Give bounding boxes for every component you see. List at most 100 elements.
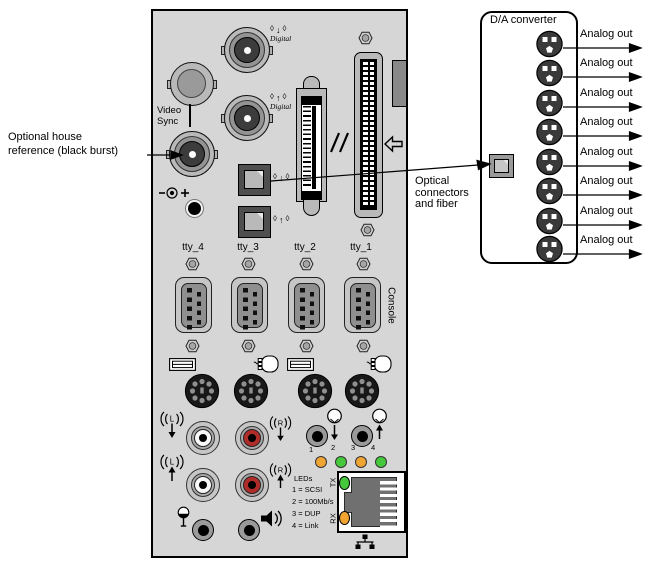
analog-out-label-5: Analog out bbox=[580, 146, 633, 158]
analog-out-label-8: Analog out bbox=[580, 234, 633, 246]
analog-out-label-4: Analog out bbox=[580, 116, 633, 128]
speaker-icon bbox=[260, 509, 283, 533]
line-out-left-icon: L bbox=[157, 452, 187, 487]
optical-in-icon: ◊↑◊ bbox=[273, 213, 290, 226]
rca-line-in-left bbox=[186, 421, 220, 455]
xlr-analog-out-7 bbox=[536, 207, 563, 240]
screw-icon bbox=[299, 339, 314, 358]
da-converter-box bbox=[480, 11, 578, 264]
digital-out-icon: ◊↑◊ bbox=[270, 91, 287, 104]
xlr-analog-out-5 bbox=[536, 148, 563, 181]
house-reference-annotation: Optional house reference (black burst) bbox=[8, 131, 150, 158]
led-legend-3: 3 = DUP bbox=[292, 509, 321, 518]
digital-in-label: Digital bbox=[270, 34, 292, 43]
digital-port-tab-bottom bbox=[303, 200, 320, 216]
optical-line3: and fiber bbox=[415, 198, 458, 210]
house-reference-line1: Optional house bbox=[8, 131, 82, 143]
din-keyboard-port-2 bbox=[297, 373, 333, 414]
xlr-analog-out-4 bbox=[536, 118, 563, 151]
screw-icon bbox=[356, 339, 371, 358]
led2-number: 2 bbox=[331, 443, 336, 452]
optical-connector-da bbox=[489, 154, 514, 178]
keyboard-icon bbox=[287, 358, 314, 376]
video-sync-line2: Sync bbox=[157, 116, 179, 127]
scsi-68pin-port bbox=[354, 52, 383, 218]
line-in-right-icon: R bbox=[267, 414, 295, 447]
digital-port-tab-top bbox=[303, 76, 320, 90]
screw-icon bbox=[241, 257, 256, 276]
da-converter-title: D/A converter bbox=[490, 14, 557, 26]
led-2 bbox=[335, 456, 347, 468]
tty1-label: tty_1 bbox=[350, 242, 372, 253]
minijack-in-port bbox=[306, 425, 328, 447]
optical-line2: connectors bbox=[415, 186, 469, 199]
ethernet-tx-led bbox=[339, 476, 350, 490]
analog-out-label-6: Analog out bbox=[580, 175, 633, 187]
ethernet-network-icon bbox=[351, 534, 378, 554]
xlr-analog-out-8 bbox=[536, 235, 563, 268]
bnc-digital-in-port bbox=[224, 27, 270, 73]
dc-power-jack bbox=[186, 200, 203, 217]
xlr-analog-out-3 bbox=[536, 89, 563, 122]
tty2-label: tty_2 bbox=[294, 242, 316, 253]
bnc-digital-out-port bbox=[224, 95, 270, 141]
line-out-right-icon: R bbox=[267, 461, 295, 494]
screw-icon bbox=[358, 31, 373, 50]
screw-icon bbox=[299, 257, 314, 276]
minijack-out-icon bbox=[371, 408, 388, 445]
led4-number: 4 bbox=[371, 443, 376, 452]
xlr-analog-out-1 bbox=[536, 30, 563, 63]
ethernet-tx-label: TX bbox=[328, 477, 338, 488]
bnc-video-sync-port bbox=[170, 62, 214, 106]
channel-letter: L bbox=[170, 458, 175, 467]
screw-icon bbox=[356, 257, 371, 276]
microphone-icon bbox=[176, 506, 191, 534]
tty4-label: tty_4 bbox=[182, 242, 204, 253]
line-in-left-icon: L bbox=[157, 409, 187, 444]
analog-out-label-7: Analog out bbox=[580, 205, 633, 217]
din-mouse-port-2 bbox=[344, 373, 380, 414]
minijack-out-port bbox=[351, 425, 373, 447]
panel-side-tab bbox=[392, 60, 406, 107]
led1-number: 1 bbox=[309, 445, 314, 454]
screw-icon bbox=[241, 339, 256, 358]
digital-in-icon: ◊↓◊ bbox=[270, 23, 287, 36]
din-mouse-port-1 bbox=[233, 373, 269, 414]
rca-line-out-left bbox=[186, 468, 220, 502]
rca-line-out-right bbox=[235, 468, 269, 502]
led-legend-4: 4 = Link bbox=[292, 521, 319, 530]
serial-port-tty4 bbox=[175, 277, 212, 333]
ethernet-rx-led bbox=[339, 511, 350, 525]
channel-letter: R bbox=[278, 419, 284, 428]
toslink-out-port bbox=[238, 164, 271, 196]
ethernet-rx-label: RX bbox=[328, 513, 338, 524]
led-legend-1: 1 = SCSI bbox=[292, 485, 323, 494]
din-keyboard-port-1 bbox=[184, 373, 220, 414]
digital-port-cap-top bbox=[301, 96, 322, 104]
serial-port-tty2 bbox=[288, 277, 325, 333]
mouse-icon bbox=[253, 355, 279, 378]
channel-letter: R bbox=[278, 466, 284, 475]
toslink-in-port bbox=[238, 206, 271, 238]
analog-out-label-3: Analog out bbox=[580, 87, 633, 99]
video-sync-divider bbox=[189, 104, 191, 127]
speaker-jack bbox=[238, 519, 260, 541]
console-label: Console bbox=[385, 287, 397, 324]
digital-port-cap-bottom bbox=[301, 192, 322, 200]
bnc-house-reference-port bbox=[169, 131, 215, 177]
tty3-label: tty_3 bbox=[237, 242, 259, 253]
video-sync-label: Video Sync bbox=[157, 105, 181, 127]
dc-power-icon bbox=[157, 185, 193, 206]
optical-out-icon: ◊↓◊ bbox=[273, 171, 290, 184]
digital-port-slot bbox=[301, 104, 322, 192]
channel-letter: L bbox=[170, 415, 175, 424]
led3-number: 3 bbox=[351, 443, 356, 452]
led-1 bbox=[315, 456, 327, 468]
analog-out-label-1: Analog out bbox=[580, 28, 633, 40]
minijack-in-icon bbox=[326, 408, 343, 447]
led-legend-title: LEDs bbox=[294, 474, 313, 483]
screw-icon bbox=[185, 339, 200, 358]
led-3 bbox=[355, 456, 367, 468]
video-sync-line1: Video bbox=[157, 105, 182, 116]
